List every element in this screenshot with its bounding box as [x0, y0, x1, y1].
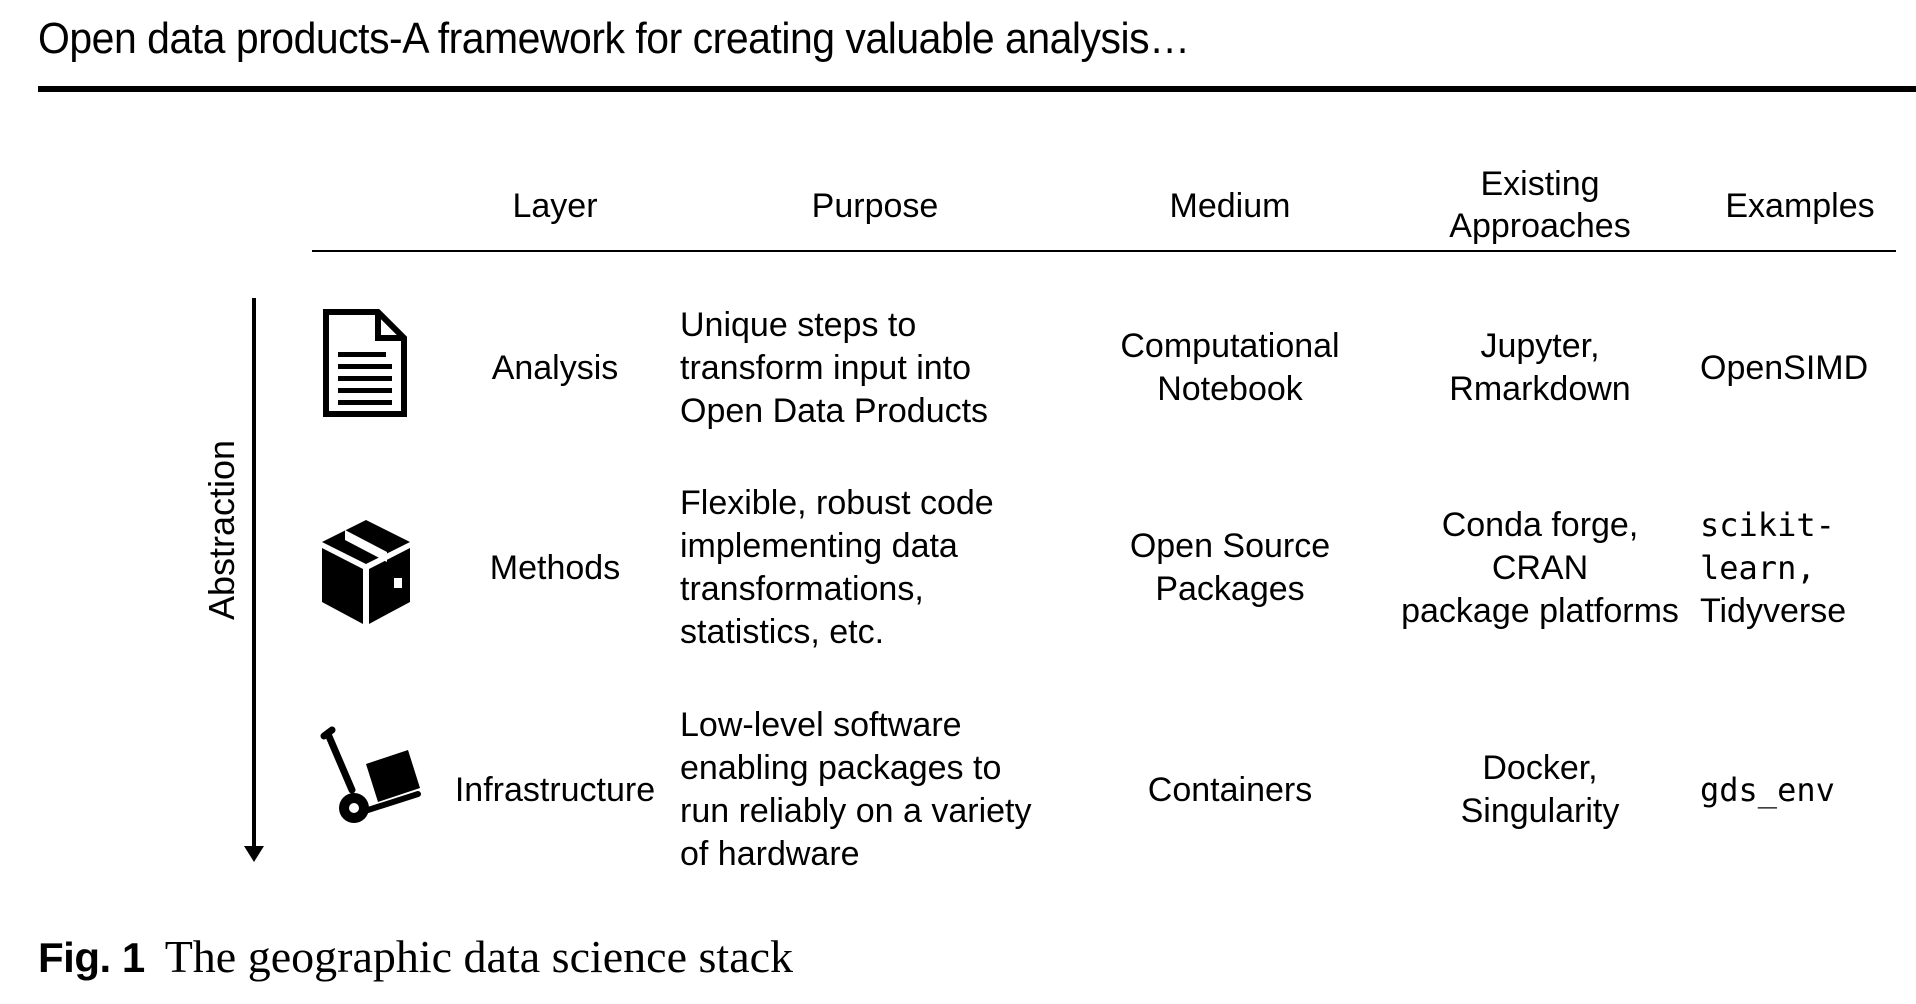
abstraction-axis-arrowhead: [244, 846, 264, 862]
cell-examples: scikit- learn, Tidyverse: [1700, 500, 1910, 636]
cell-purpose: Flexible, robust code implementing data …: [680, 484, 994, 651]
cell-medium: Open Source Packages: [1129, 527, 1331, 608]
header-purpose: Purpose: [811, 187, 939, 225]
examples-text: Tidyverse: [1700, 591, 1847, 630]
document-icon: [323, 309, 407, 417]
cell-layer: Analysis: [491, 348, 619, 387]
header-layer: Layer: [512, 187, 598, 225]
cell-layer: Infrastructure: [454, 770, 656, 809]
cell-purpose: Low-level software enabling packages to …: [680, 706, 1032, 873]
figure-caption: Fig. 1 The geographic data science stack: [38, 930, 793, 983]
package-box-icon: [322, 520, 410, 624]
figure-label: Fig. 1: [38, 934, 145, 981]
header-medium: Medium: [1169, 187, 1291, 225]
abstraction-axis-line: [252, 298, 256, 850]
figure-caption-text: The geographic data science stack: [164, 931, 794, 982]
abstraction-axis-label: Abstraction: [201, 439, 242, 621]
cell-approaches: Jupyter, Rmarkdown: [1449, 327, 1631, 408]
header-rule: [38, 86, 1916, 92]
cell-layer: Methods: [489, 548, 621, 587]
cell-medium: Computational Notebook: [1120, 327, 1340, 408]
cell-approaches: Conda forge, CRAN package platforms: [1401, 505, 1679, 630]
examples-code: scikit- learn,: [1700, 505, 1835, 587]
examples-text: OpenSIMD: [1700, 348, 1869, 387]
cell-medium: Containers: [1147, 770, 1313, 809]
hand-truck-icon: [320, 726, 421, 823]
header-examples: Examples: [1725, 187, 1875, 225]
cell-purpose: Unique steps to transform input into Ope…: [680, 305, 989, 430]
cell-examples: OpenSIMD: [1700, 300, 1910, 436]
cell-approaches: Docker, Singularity: [1460, 749, 1620, 830]
cell-examples: gds_env: [1700, 722, 1910, 858]
table-header-rule: [312, 250, 1896, 252]
examples-code: gds_env: [1700, 770, 1835, 809]
header-existing-approaches: Existing Approaches: [1449, 165, 1631, 245]
running-head: Open data products-A framework for creat…: [38, 14, 1190, 63]
